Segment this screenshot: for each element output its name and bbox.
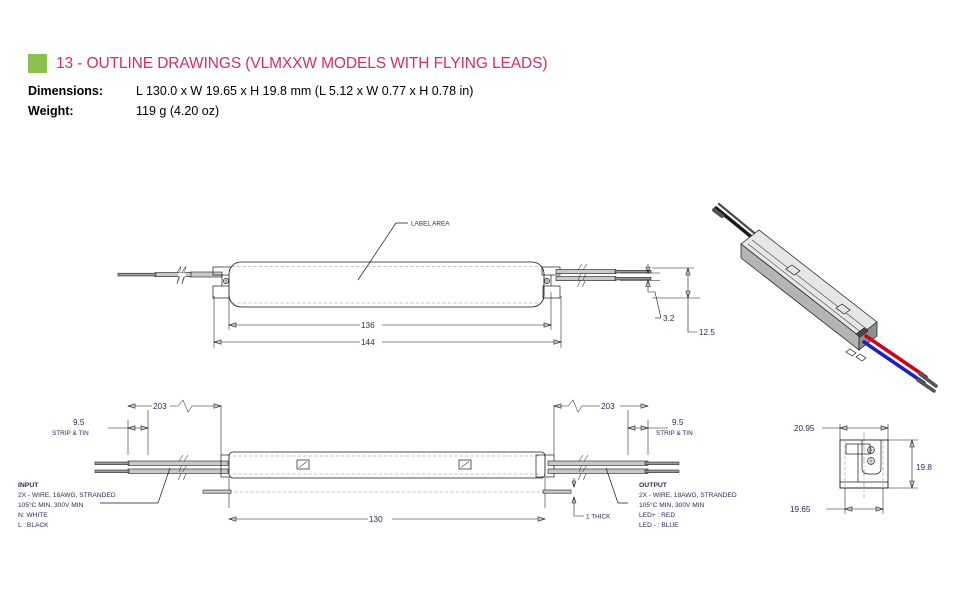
spec-row-dimensions: Dimensions: L 130.0 x W 19.65 x H 19.8 m… xyxy=(28,84,473,98)
top-view-right-wires xyxy=(555,263,652,288)
output-note-line-4: LED - : BLUE xyxy=(639,522,679,529)
dimension-20-95-text: 20.95 xyxy=(794,424,815,433)
dimension-130-text: 130 xyxy=(369,515,383,524)
label-area-text: LABEL AREA xyxy=(411,221,450,228)
dimension-19-8: 19.8 xyxy=(888,438,932,490)
thickness-callout: 1 THICK xyxy=(571,478,611,521)
section-title-row: 13 - OUTLINE DRAWINGS (VLMXXW MODELS WIT… xyxy=(28,54,548,73)
strip-tin-right-value: 9.5 xyxy=(672,418,684,427)
strip-tin-right-label: STRIP & TIN xyxy=(656,430,693,437)
spec-label-dimensions: Dimensions: xyxy=(28,84,104,98)
iso-input-wires xyxy=(712,202,766,246)
bottom-view-left-strip-geometry xyxy=(127,405,222,455)
bottom-view-right-wires xyxy=(547,454,680,481)
output-note-title: OUTPUT xyxy=(639,482,668,489)
dimension-130: 130 xyxy=(227,515,547,524)
output-note-line-3: LED+ : RED xyxy=(639,512,675,519)
bottom-view-left-wires xyxy=(94,454,229,481)
dimension-203-left: 203 xyxy=(126,399,223,413)
dimension-12-5-text: 12.5 xyxy=(699,328,715,337)
dimension-19-65: 19.65 xyxy=(790,488,885,514)
input-note-line-3: N: WHITE xyxy=(18,512,48,519)
label-area-callout: LABEL AREA xyxy=(357,221,450,281)
output-note-block: OUTPUT 2X - WIRE, 18AWG, STRANDED 105°C … xyxy=(639,482,737,529)
dimension-20-95: 20.95 xyxy=(794,424,890,440)
isometric-product-view xyxy=(712,202,938,393)
dimension-3-2: 3.2 xyxy=(620,264,675,323)
output-note-line-2: 105°C MIN, 300V MIN xyxy=(639,501,705,509)
dimension-19-65-text: 19.65 xyxy=(790,505,811,514)
strip-tin-left-callout: 9.5 STRIP & TIN xyxy=(52,418,150,437)
thickness-callout-text: 1 THICK xyxy=(586,514,611,521)
top-view-right-gland xyxy=(541,266,561,299)
section-bullet-icon xyxy=(28,54,47,73)
dimension-144: 144 xyxy=(212,296,563,348)
note-leader-lines xyxy=(100,467,628,504)
dimension-136-text: 136 xyxy=(361,321,375,330)
output-note-line-1: 2X - WIRE, 18AWG, STRANDED xyxy=(639,492,737,499)
iso-output-wires xyxy=(862,334,938,393)
dimension-144-text: 144 xyxy=(361,338,375,347)
dimension-12-5: 12.5 xyxy=(652,266,715,337)
top-view-body xyxy=(228,261,545,308)
input-note-line-4: L : BLACK xyxy=(18,522,49,529)
top-view-left-gland xyxy=(212,266,232,299)
spec-value-weight: 119 g (4.20 oz) xyxy=(136,104,220,118)
strip-tin-right-callout: 9.5 STRIP & TIN xyxy=(626,418,693,437)
bottom-view-drawing: 203 9.5 STRIP & TIN xyxy=(52,399,693,524)
spec-label-weight: Weight: xyxy=(28,104,74,118)
spec-value-dimensions: L 130.0 x W 19.65 x H 19.8 mm (L 5.12 x … xyxy=(136,84,474,98)
dimension-136: 136 xyxy=(227,292,553,330)
bottom-view-body xyxy=(202,451,572,508)
strip-tin-left-label: STRIP & TIN xyxy=(52,430,89,437)
spec-row-weight: Weight: 119 g (4.20 oz) xyxy=(28,104,219,118)
page-title: 13 - OUTLINE DRAWINGS (VLMXXW MODELS WIT… xyxy=(56,54,548,72)
dimension-203-left-text: 203 xyxy=(153,402,167,411)
dimension-203-right: 203 xyxy=(552,399,650,413)
input-note-line-2: 105°C MIN, 300V MIN xyxy=(18,501,84,509)
end-view-drawing: 20.95 19.8 19.65 xyxy=(790,424,932,514)
dimension-203-right-text: 203 xyxy=(601,402,615,411)
bottom-view-right-strip-geometry xyxy=(553,405,649,455)
top-view-drawing: LABEL AREA 136 144 xyxy=(117,221,715,348)
input-note-title: INPUT xyxy=(18,482,39,489)
dimension-19-8-text: 19.8 xyxy=(916,463,932,472)
input-note-line-1: 2X - WIRE, 18AWG, STRANDED xyxy=(18,492,116,499)
strip-tin-left-value: 9.5 xyxy=(73,418,85,427)
dimension-3-2-text: 3.2 xyxy=(663,314,675,323)
input-note-block: INPUT 2X - WIRE, 18AWG, STRANDED 105°C M… xyxy=(18,482,116,529)
top-view-left-wire xyxy=(117,265,223,285)
